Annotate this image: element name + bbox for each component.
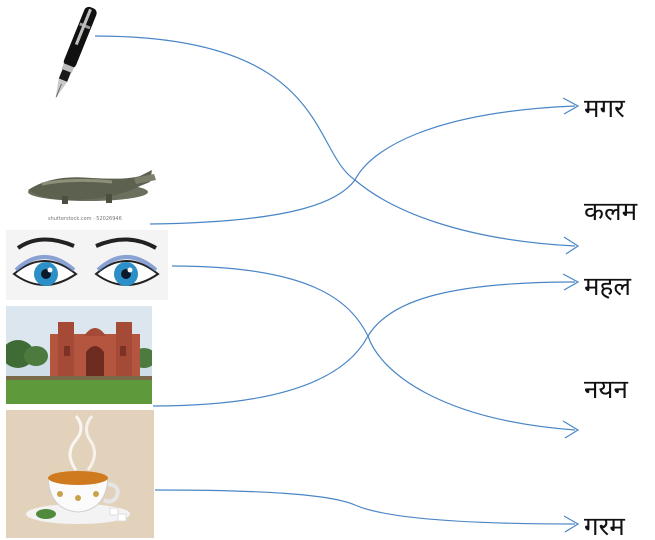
connector-tea-garam [154,489,576,525]
eyes-image [6,230,168,300]
crocodile-watermark: shutterstock.com · 52026946 [48,216,122,222]
connector-pen-kalam [94,35,576,247]
arrowhead-magar [562,97,580,115]
word-mahal: महल [584,272,631,302]
arrowhead-garam [563,515,580,533]
word-magar: मगर [584,94,625,124]
word-nayan: नयन [584,375,628,405]
word-kalam: कलम [584,197,638,227]
arrowhead-kalam [563,236,580,255]
arrowhead-nayan [562,420,580,439]
arrowhead-mahal [562,273,580,291]
crocodile-image: shutterstock.com · 52026946 [28,170,156,222]
connector-palace-mahal [152,281,576,407]
palace-image [6,306,152,404]
pen-image [55,6,97,99]
connector-eyes-nayan [171,265,576,431]
tea-cup-image [6,410,154,538]
connector-crocodile-magar [149,105,576,225]
word-garam: गरम [584,512,625,540]
